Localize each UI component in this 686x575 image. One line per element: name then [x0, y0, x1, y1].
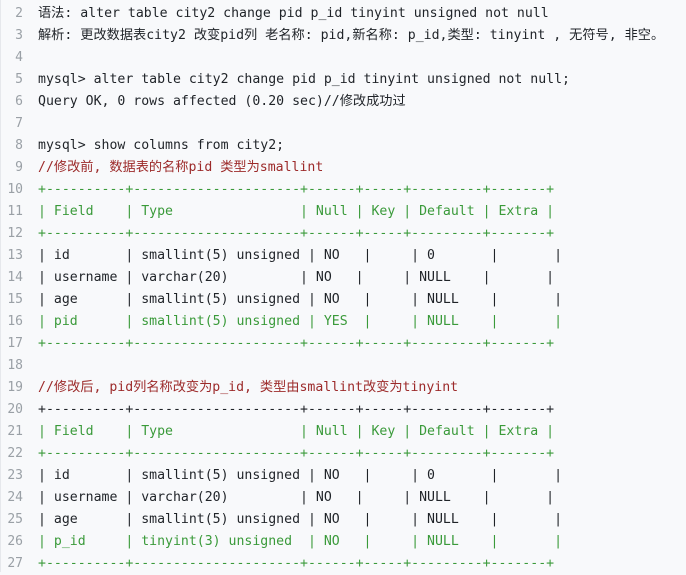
line-number: 20 [7, 402, 23, 417]
line-number: 14 [7, 270, 23, 285]
code-text: 语法: alter table city2 change pid p_id ti… [38, 6, 549, 21]
code-text: mysql> show columns from city2; [38, 138, 285, 153]
code-text: | id | smallint(5) unsigned | NO | | 0 |… [38, 468, 563, 483]
line-number: 7 [15, 116, 23, 131]
code-text: | p_id | tinyint(3) unsigned | NO | | NU… [38, 534, 563, 549]
line-number: 12 [7, 226, 23, 241]
code-line: 9 //修改前, 数据表的名称pid 类型为smallint [1, 157, 686, 179]
code-line: 20 +----------+---------------------+----… [1, 399, 686, 421]
code-text: | username | varchar(20) | NO | | NULL |… [38, 490, 555, 505]
line-number: 6 [15, 94, 23, 109]
code-line: 7 [1, 113, 686, 135]
code-line: 17 +----------+---------------------+----… [1, 333, 686, 355]
code-line: 23 | id | smallint(5) unsigned | NO | | 0… [1, 465, 686, 487]
line-number: 25 [7, 512, 23, 527]
code-text: +----------+---------------------+------… [38, 446, 555, 461]
line-number: 3 [15, 28, 23, 43]
code-line: 11 | Field | Type | Null | Key | Default … [1, 201, 686, 223]
line-number: 23 [7, 468, 23, 483]
line-number: 5 [15, 72, 23, 87]
code-text: | Field | Type | Null | Key | Default | … [38, 204, 555, 219]
code-text: | age | smallint(5) unsigned | NO | | NU… [38, 512, 563, 527]
code-line: 13 | id | smallint(5) unsigned | NO | | 0… [1, 245, 686, 267]
code-line: 21 | Field | Type | Null | Key | Default … [1, 421, 686, 443]
line-number: 26 [7, 534, 23, 549]
code-line: 22 +----------+---------------------+----… [1, 443, 686, 465]
code-text: Query OK, 0 rows affected (0.20 sec)//修改… [38, 94, 406, 109]
line-number: 9 [15, 160, 23, 175]
code-text: +----------+---------------------+------… [38, 556, 555, 571]
code-text: | id | smallint(5) unsigned | NO | | 0 |… [38, 248, 563, 263]
line-number: 19 [7, 380, 23, 395]
code-line: 25 | age | smallint(5) unsigned | NO | | … [1, 509, 686, 531]
line-number: 13 [7, 248, 23, 263]
code-line: 27 +----------+---------------------+----… [1, 553, 686, 575]
line-number: 21 [7, 424, 23, 439]
code-line: 8 mysql> show columns from city2; [1, 135, 686, 157]
line-number: 17 [7, 336, 23, 351]
line-number: 24 [7, 490, 23, 505]
line-number: 16 [7, 314, 23, 329]
code-text: +----------+---------------------+------… [38, 336, 555, 351]
code-text: //修改前, 数据表的名称pid 类型为smallint [38, 160, 324, 175]
code-text: //修改后, pid列名称改变为p_id, 类型由smallint改变为tiny… [38, 380, 459, 395]
line-number: 15 [7, 292, 23, 307]
code-line: 12 +----------+---------------------+----… [1, 223, 686, 245]
line-number: 4 [15, 50, 23, 65]
code-line: 10 +----------+---------------------+----… [1, 179, 686, 201]
code-line: 19 //修改后, pid列名称改变为p_id, 类型由smallint改变为ti… [1, 377, 686, 399]
line-number: 8 [15, 138, 23, 153]
code-text: | age | smallint(5) unsigned | NO | | NU… [38, 292, 563, 307]
code-line: 4 [1, 47, 686, 69]
code-text: +----------+---------------------+------… [38, 402, 555, 417]
line-number: 22 [7, 446, 23, 461]
code-line: 24 | username | varchar(20) | NO | | NULL… [1, 487, 686, 509]
line-number: 18 [7, 358, 23, 373]
line-number: 10 [7, 182, 23, 197]
code-text: | Field | Type | Null | Key | Default | … [38, 424, 555, 439]
line-number: 2 [15, 6, 23, 21]
code-text: 解析: 更改数据表city2 改变pid列 老名称: pid,新名称: p_id… [38, 28, 665, 43]
code-text: +----------+---------------------+------… [38, 226, 555, 241]
line-number: 27 [7, 556, 23, 571]
code-line: 2 语法: alter table city2 change pid p_id t… [1, 3, 686, 25]
code-text: +----------+---------------------+------… [38, 182, 555, 197]
code-line: 15 | age | smallint(5) unsigned | NO | | … [1, 289, 686, 311]
code-line: 6 Query OK, 0 rows affected (0.20 sec)//修… [1, 91, 686, 113]
code-line: 16 | pid | smallint(5) unsigned | YES | |… [1, 311, 686, 333]
code-line: 18 [1, 355, 686, 377]
line-number: 11 [7, 204, 23, 219]
code-text: mysql> alter table city2 change pid p_id… [38, 72, 570, 87]
code-text: | username | varchar(20) | NO | | NULL |… [38, 270, 555, 285]
code-line: 14 | username | varchar(20) | NO | | NULL… [1, 267, 686, 289]
code-line: 3 解析: 更改数据表city2 改变pid列 老名称: pid,新名称: p_i… [1, 25, 686, 47]
code-text: | pid | smallint(5) unsigned | YES | | N… [38, 314, 563, 329]
code-line: 26 | p_id | tinyint(3) unsigned | NO | | … [1, 531, 686, 553]
code-line: 5 mysql> alter table city2 change pid p_i… [1, 69, 686, 91]
